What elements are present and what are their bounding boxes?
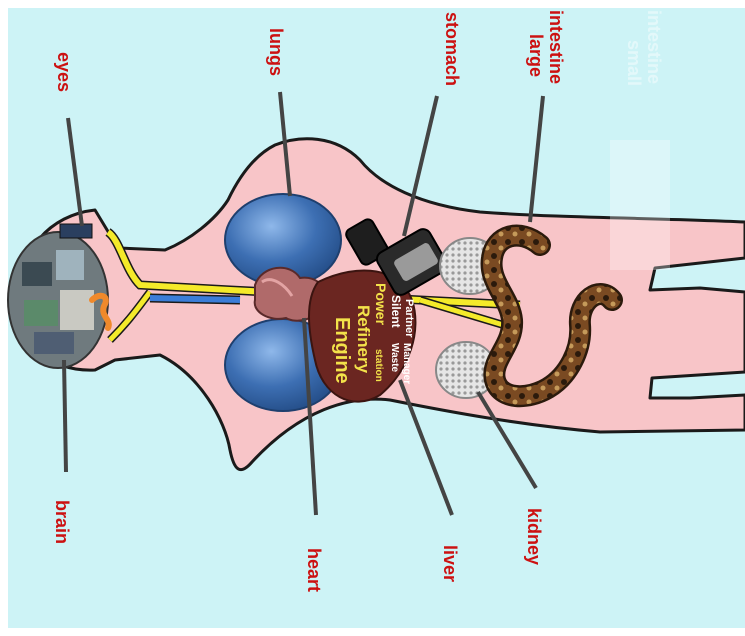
liver-text-power: Power: [373, 283, 389, 326]
brain-detail: [24, 300, 58, 326]
liver-text-refinery: Refinery: [354, 305, 373, 374]
liver-text-manager: Manager: [401, 343, 412, 384]
label-large-intestine-line1: large: [526, 34, 546, 77]
brain-detail: [56, 250, 84, 280]
brain-detail: [22, 262, 52, 286]
label-lungs: lungs: [266, 28, 286, 76]
liver-text-waste: Waste: [389, 343, 400, 373]
label-brain: brain: [52, 500, 72, 544]
liver-text-engine: Engine: [331, 317, 353, 384]
blood-vessel: [150, 298, 240, 300]
label-liver: liver: [440, 545, 460, 582]
label-small-intestine-line2: intestine: [644, 10, 664, 84]
label-eyes: eyes: [54, 52, 74, 92]
label-large-intestine-line2: intestine: [546, 10, 566, 84]
label-small-intestine-line1: small: [624, 40, 644, 86]
brain-leader-line: [64, 360, 66, 472]
liver-text-partner: Partner: [403, 299, 415, 338]
liver-text-silent: Silent: [389, 295, 403, 328]
small-intestine-area: [610, 140, 670, 270]
brain-detail: [60, 290, 94, 330]
label-stomach: stomach: [442, 12, 462, 86]
label-heart: heart: [304, 548, 324, 592]
label-kidney: kidney: [524, 508, 544, 565]
eye-device: [60, 224, 92, 238]
liver-text-station: station: [373, 349, 384, 382]
brain-detail: [34, 332, 74, 354]
